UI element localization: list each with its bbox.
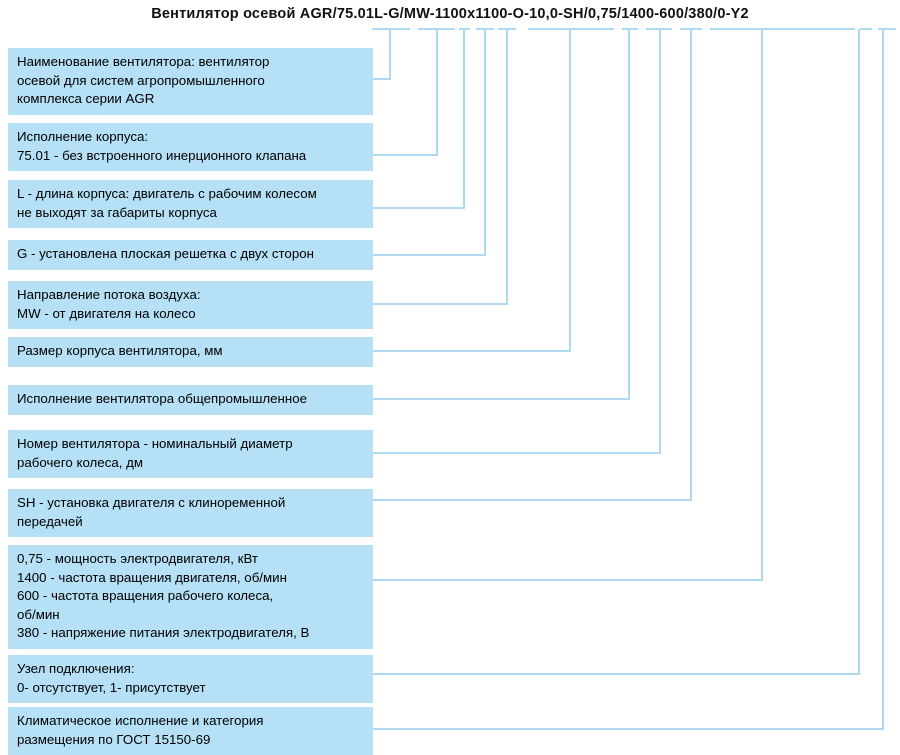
callout-box-grille: G - установлена плоская решетка с двух с… <box>8 240 373 270</box>
callout-box-housing-size: Размер корпуса вентилятора, мм <box>8 337 373 367</box>
page-title: Вентилятор осевой AGR/75.01L-G/MW-1100x1… <box>151 6 749 22</box>
callout-box-fan-number: Номер вентилятора - номинальный диаметр … <box>8 430 373 478</box>
callout-box-housing-version: Исполнение корпуса: 75.01 - без встроенн… <box>8 123 373 171</box>
callout-box-connection-unit: Узел подключения: 0- отсутствует, 1- при… <box>8 655 373 703</box>
callout-box-airflow-direction: Направление потока воздуха: MW - от двиг… <box>8 281 373 329</box>
callout-box-name: Наименование вентилятора: вентилятор осе… <box>8 48 373 115</box>
callout-box-drive-type: SH - установка двигателя с клиноременной… <box>8 489 373 537</box>
callout-box-motor-params: 0,75 - мощность электродвигателя, кВт 14… <box>8 545 373 649</box>
callout-box-climate: Климатическое исполнение и категория раз… <box>8 707 373 755</box>
callout-box-housing-length: L - длина корпуса: двигатель с рабочим к… <box>8 180 373 228</box>
callout-box-general-industrial: Исполнение вентилятора общепромышленное <box>8 385 373 415</box>
